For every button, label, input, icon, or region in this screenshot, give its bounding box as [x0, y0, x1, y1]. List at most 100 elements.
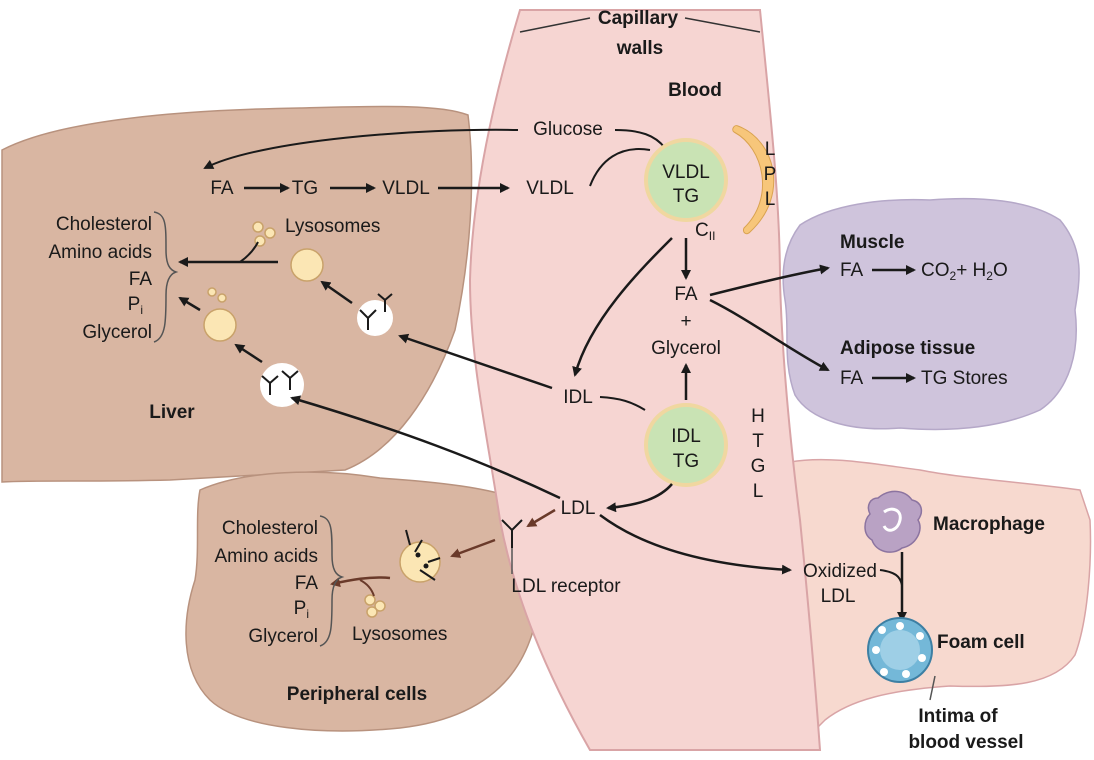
peripheral-endosome [399, 541, 441, 583]
liver-product-pi: Pi [128, 294, 143, 317]
peripheral-cells-region [185, 471, 541, 732]
ldl-to-oxidized-arrow [599, 513, 792, 575]
htgl-t: T [752, 431, 764, 452]
fa-glycerol-plus: + [680, 311, 691, 332]
ldl-receptor [501, 519, 523, 548]
idl-particle-label: IDL [671, 426, 701, 447]
ldl-to-liver-arrow [290, 395, 561, 500]
liver-receptor-2 [261, 370, 299, 395]
liver-receptor-1 [359, 293, 393, 330]
ldl-label: LDL [561, 498, 596, 519]
walls-label: walls [616, 38, 663, 59]
foam-cell-label: Foam cell [937, 632, 1025, 653]
liver-lysosomes-label: Lysosomes [285, 216, 380, 237]
muscle-label: Muscle [840, 232, 904, 253]
peripheral-lysosome-dot-3 [366, 606, 378, 618]
adipose-label: Adipose tissue [840, 338, 975, 359]
peripheral-endosome-dot-2 [423, 563, 429, 569]
liver-lysosome-dot-2 [264, 227, 276, 239]
idl-to-particle-line [599, 396, 646, 411]
muscle-fa-label: FA [840, 260, 864, 281]
idl-label: IDL [563, 387, 593, 408]
foam-vacuole-5 [880, 668, 888, 676]
lpl-l1: L [765, 139, 776, 160]
foam-vacuole-2 [916, 632, 924, 640]
htgl-l: L [753, 481, 764, 502]
liver-label: Liver [149, 402, 195, 423]
macrophage-nucleus [882, 507, 902, 532]
liver-tg-label: TG [292, 178, 318, 199]
liver-products-brace [153, 211, 179, 343]
lpl-enzyme [732, 125, 775, 235]
liver-lysosome-1 [290, 248, 324, 282]
lpl-p: P [764, 164, 777, 185]
foam-vacuole-7 [878, 626, 886, 634]
htgl-h: H [751, 406, 765, 427]
liver-lysosome-dot-4 [207, 287, 217, 297]
glucose-to-fa-arrow [203, 128, 519, 169]
peripheral-endosome-dot-1 [415, 552, 421, 558]
idl-particle-tg-label: TG [673, 451, 699, 472]
foam-cell-inner [880, 630, 920, 670]
vldl-particle-tg-label: TG [673, 186, 699, 207]
receptor-to-lysosome2-arrow [234, 343, 263, 364]
peripheral-products-brace [319, 515, 345, 647]
oxidized-to-foam-line [879, 569, 903, 586]
ldl-receptor-label: LDL receptor [511, 576, 621, 597]
htgl-g: G [751, 456, 766, 477]
lpl-l2: L [765, 189, 776, 210]
foam-vacuole-1 [896, 622, 904, 630]
fa-glycerol-fa: FA [674, 284, 698, 305]
fa-to-muscle-arrow [709, 264, 830, 297]
capillary-label: Capillary [598, 8, 679, 29]
peripheral-lysosomes-label: Lysosomes [352, 624, 447, 645]
idl-to-liver-arrow [398, 333, 553, 390]
idl-particle [644, 403, 728, 487]
glucose-from-blood-line [614, 129, 666, 149]
oxidized-label: Oxidized [803, 561, 877, 582]
liver-lysosome-dot-1 [252, 221, 264, 233]
lysosome2-to-products-arrow [178, 296, 201, 312]
cii-label: CII [695, 220, 715, 243]
foam-vacuole-4 [902, 670, 910, 678]
peripheral-endosome-receptors [405, 529, 441, 581]
fa-to-adipose-arrow [709, 298, 830, 372]
blood-label: Blood [668, 80, 722, 101]
ldl-to-peripheral-arrow [526, 508, 556, 528]
liver-lysosome-dot-5 [217, 293, 227, 303]
vldl-to-lipoprotein-line [589, 148, 651, 187]
tg-stores-label: TG Stores [921, 368, 1008, 389]
liver-product-amino-acids: Amino acids [49, 242, 153, 263]
endosome-to-products-arrow [330, 576, 391, 588]
peripheral-product-glycerol: Glycerol [248, 626, 318, 647]
receptor-to-endosome-arrow [450, 538, 496, 558]
peripheral-lysosome-dot-1 [364, 594, 376, 606]
liver-lysosome-2 [203, 308, 237, 342]
peripheral-cells-label: Peripheral cells [287, 684, 427, 705]
peripheral-product-cholesterol: Cholesterol [222, 518, 318, 539]
fa-glycerol-glycerol: Glycerol [651, 338, 721, 359]
liver-receptor-notch-1 [357, 300, 393, 336]
intima-label-1: Intima of [918, 706, 998, 727]
idl-particle-to-ldl-arrow [606, 483, 673, 513]
macrophage-label: Macrophage [933, 514, 1045, 535]
liver-product-glycerol: Glycerol [82, 322, 152, 343]
oxidized-ldl-label: LDL [821, 586, 856, 607]
adipose-fa-label: FA [840, 368, 864, 389]
capillary-bracket [519, 17, 761, 33]
intima-pointer [929, 675, 936, 701]
peripheral-product-fa: FA [295, 573, 319, 594]
peripheral-product-pi: Pi [294, 598, 309, 621]
vldl-particle-label: VLDL [662, 162, 710, 183]
muscle-adipose-region [782, 197, 1080, 431]
liver-product-cholesterol: Cholesterol [56, 214, 152, 235]
lysosome-branch [239, 241, 259, 263]
peripheral-lysosome-branch [359, 579, 375, 597]
blood-vldl-label: VLDL [526, 178, 574, 199]
foam-vacuole-3 [918, 654, 926, 662]
liver-product-fa: FA [129, 269, 153, 290]
foam-vacuole-6 [872, 646, 880, 654]
receptor-to-lysosome1-arrow [320, 280, 353, 305]
vldl-to-idl-arrow [572, 237, 673, 377]
